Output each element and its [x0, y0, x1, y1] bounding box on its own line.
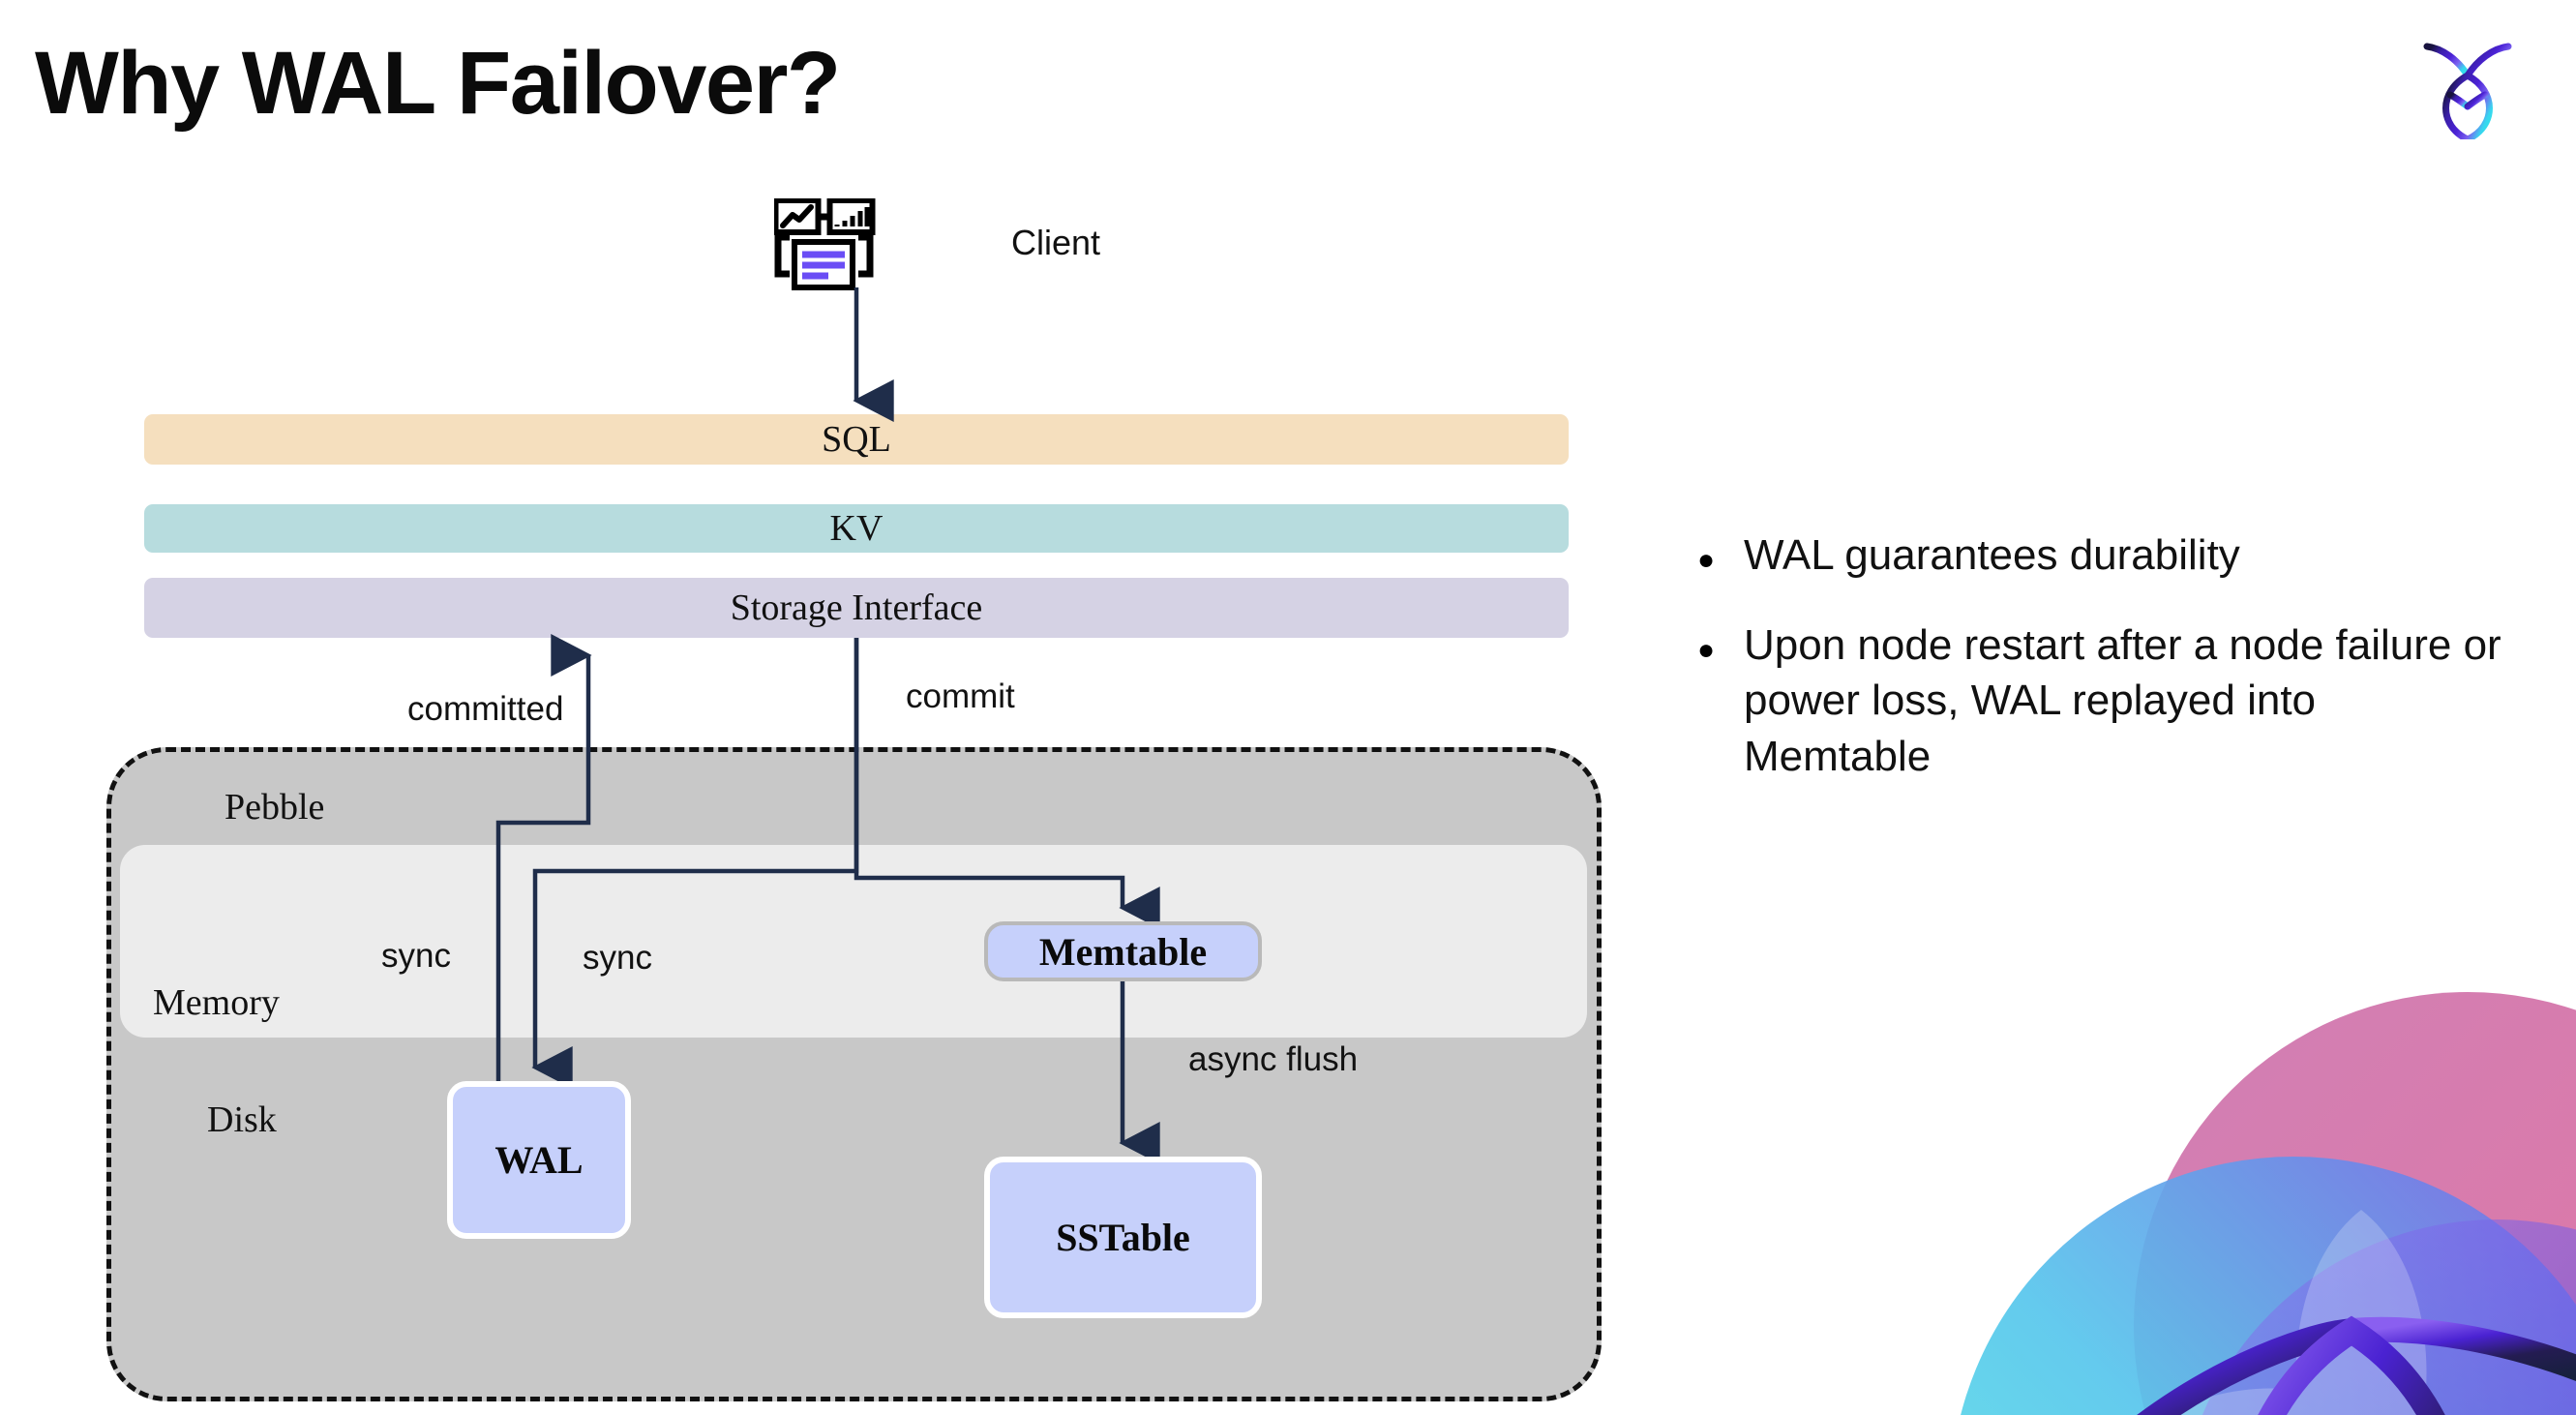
decorative-corner-artwork — [1955, 919, 2576, 1415]
page-title: Why WAL Failover? — [35, 34, 841, 133]
node-sstable-label: SSTable — [1056, 1216, 1190, 1259]
bullet-marker-icon: ● — [1697, 634, 1716, 667]
edge-label-sync-2: sync — [583, 939, 652, 977]
list-item: ● Upon node restart after a node failure… — [1697, 617, 2510, 784]
bullet-text: WAL guarantees durability — [1744, 531, 2240, 579]
client-label: Client — [1011, 223, 1101, 262]
layer-bar-sql: SQL — [144, 414, 1569, 465]
bullet-list: ● WAL guarantees durability ● Upon node … — [1697, 527, 2510, 819]
memory-band — [120, 845, 1587, 1038]
node-sstable: SSTable — [984, 1157, 1262, 1318]
bullet-marker-icon: ● — [1697, 544, 1716, 576]
client-terminal-icon — [772, 197, 929, 315]
layer-bar-kv-label: KV — [829, 508, 884, 549]
edge-label-committed: committed — [407, 690, 564, 728]
pebble-label: Pebble — [225, 787, 325, 828]
layer-bar-storage-label: Storage Interface — [730, 587, 983, 628]
node-wal-label: WAL — [494, 1138, 584, 1182]
node-memtable: Memtable — [984, 921, 1262, 981]
edge-label-async-flush: async flush — [1188, 1040, 1359, 1078]
node-memtable-label: Memtable — [1038, 929, 1208, 974]
layer-bar-storage-interface: Storage Interface — [144, 578, 1569, 638]
node-wal: WAL — [447, 1081, 631, 1239]
disk-label: Disk — [207, 1099, 277, 1140]
memory-label: Memory — [153, 982, 280, 1023]
layer-bar-sql-label: SQL — [822, 419, 891, 460]
bullet-text: Upon node restart after a node failure o… — [1744, 621, 2501, 780]
layer-bar-kv: KV — [144, 504, 1569, 553]
cockroachdb-logo-icon — [2417, 31, 2518, 143]
edge-label-commit: commit — [906, 677, 1015, 715]
list-item: ● WAL guarantees durability — [1697, 527, 2510, 583]
edge-label-sync-1: sync — [381, 937, 451, 975]
